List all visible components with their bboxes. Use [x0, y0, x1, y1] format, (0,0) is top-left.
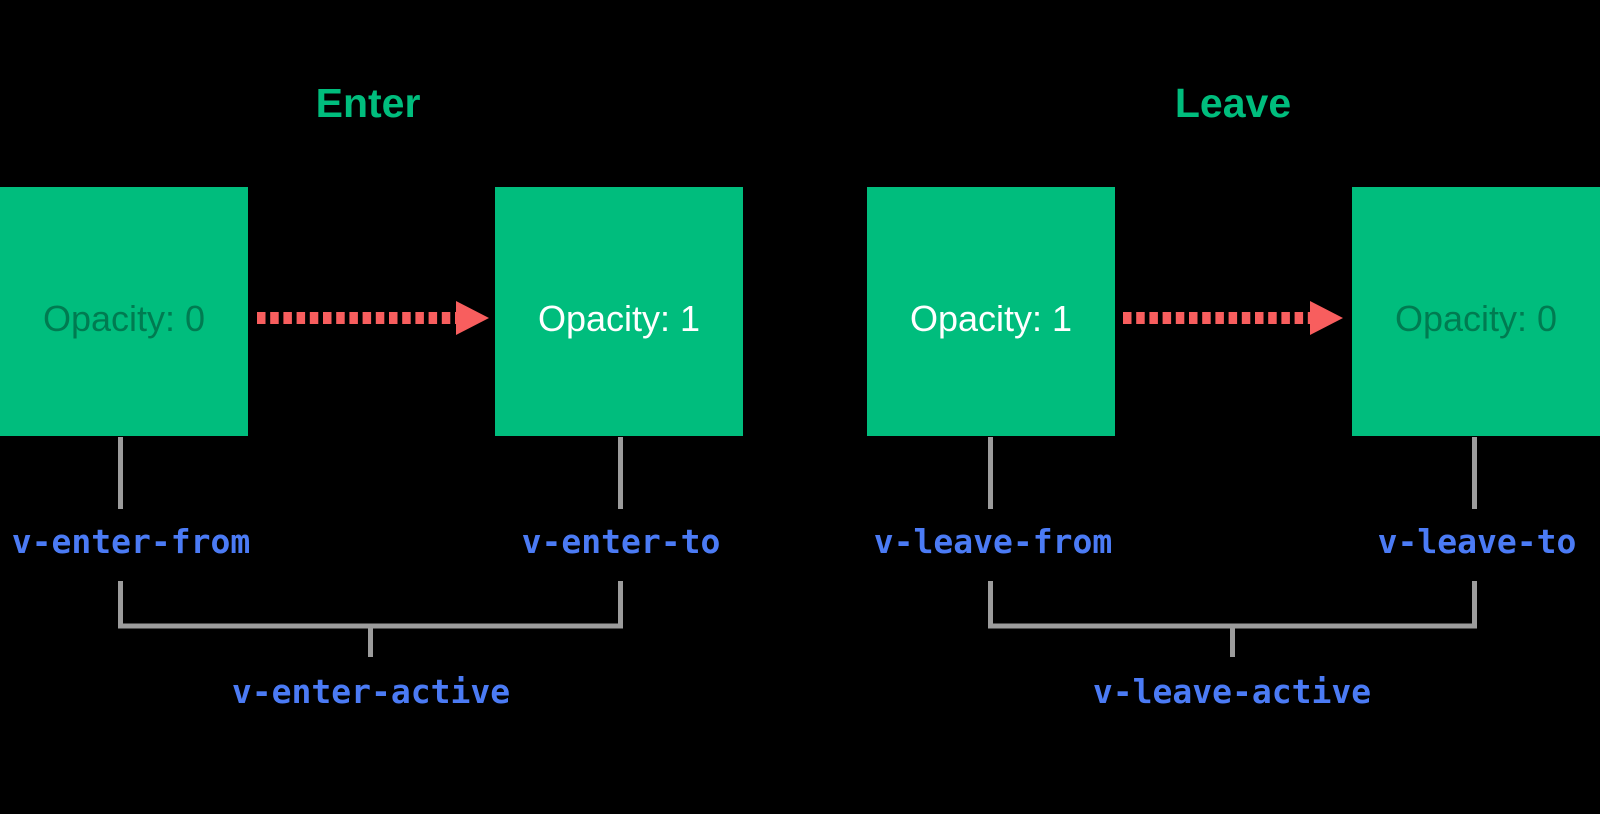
leave-phase-title: Leave [1174, 80, 1292, 126]
leave-from-class-label: v-leave-from [873, 522, 1113, 561]
leave-to-box-label: Opacity: 0 [1394, 297, 1558, 339]
enter-to-class-label: v-enter-to [521, 522, 721, 561]
leave-from-box-label: Opacity: 1 [909, 297, 1073, 339]
leave-active-class-label: v-leave-active [1092, 672, 1372, 711]
enter-active-bracket [118, 581, 623, 657]
leave-from-connector-line [988, 437, 993, 509]
leave-to-connector-line [1472, 437, 1477, 509]
enter-active-class-label: v-enter-active [231, 672, 511, 711]
enter-to-box: Opacity: 1 [495, 187, 743, 436]
leave-dashed-arrow-icon [1123, 301, 1343, 335]
leave-from-box: Opacity: 1 [867, 187, 1115, 436]
enter-from-connector-line [118, 437, 123, 509]
leave-to-box: Opacity: 0 [1352, 187, 1600, 436]
enter-dashed-arrow-icon [257, 301, 489, 335]
enter-phase-title: Enter [315, 80, 421, 126]
enter-from-class-label: v-enter-from [11, 522, 251, 561]
enter-from-box: Opacity: 0 [0, 187, 248, 436]
enter-to-connector-line [618, 437, 623, 509]
leave-active-bracket [988, 581, 1477, 657]
enter-to-box-label: Opacity: 1 [537, 297, 701, 339]
enter-from-box-label: Opacity: 0 [42, 297, 206, 339]
leave-to-class-label: v-leave-to [1377, 522, 1577, 561]
